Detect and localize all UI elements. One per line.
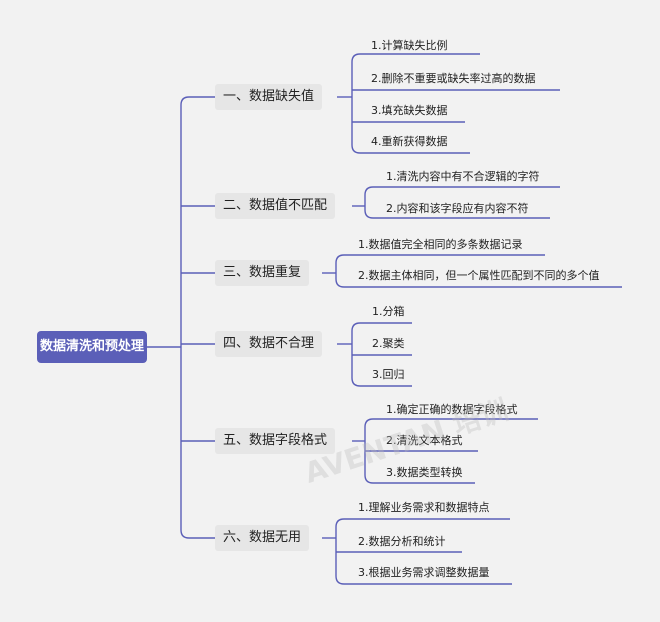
trunk-line xyxy=(180,105,215,539)
root-node[interactable]: 数据清洗和预处理 xyxy=(37,331,147,363)
b6-leaf-1-line xyxy=(335,518,510,528)
b5-leaf-3-line xyxy=(364,427,475,484)
b5-leaf-1-line xyxy=(364,418,538,428)
leaf-b1-2[interactable]: 2.删除不重要或缺失率过高的数据 xyxy=(371,72,536,85)
b4-leaf-1-line xyxy=(351,322,412,332)
leaf-b5-1[interactable]: 1.确定正确的数据字段格式 xyxy=(386,403,518,416)
b4-leaf-3-line xyxy=(351,331,412,387)
branch-field-format[interactable]: 五、数据字段格式 xyxy=(215,428,336,454)
leaf-b5-2[interactable]: 2.清洗文本格式 xyxy=(386,434,463,447)
leaf-b6-3[interactable]: 3.根据业务需求调整数据量 xyxy=(358,566,490,579)
b1-leaf-4-line xyxy=(351,62,470,154)
leaf-b4-3[interactable]: 3.回归 xyxy=(372,368,405,381)
branch-value-mismatch[interactable]: 二、数据值不匹配 xyxy=(215,193,336,219)
branch-duplicates[interactable]: 三、数据重复 xyxy=(215,260,310,286)
leaf-b2-2[interactable]: 2.内容和该字段应有内容不符 xyxy=(386,202,529,215)
leaf-b6-2[interactable]: 2.数据分析和统计 xyxy=(358,535,446,548)
b3-leaf-1-line xyxy=(335,254,545,264)
b2-leaf-1-line xyxy=(364,186,560,196)
branch-unreasonable[interactable]: 四、数据不合理 xyxy=(215,331,323,357)
branch-missing-values[interactable]: 一、数据缺失值 xyxy=(215,84,323,110)
leaf-b3-2[interactable]: 2.数据主体相同，但一个属性匹配到不同的多个值 xyxy=(358,269,600,282)
b6-leaf-3-line xyxy=(335,527,512,585)
b3-leaf-2-line xyxy=(335,263,622,288)
leaf-b4-2[interactable]: 2.聚类 xyxy=(372,337,405,350)
leaf-b3-1[interactable]: 1.数据值完全相同的多条数据记录 xyxy=(358,238,523,251)
b2-leaf-2-line xyxy=(364,195,550,219)
trunk-branch-1 xyxy=(180,96,215,106)
leaf-b5-3[interactable]: 3.数据类型转换 xyxy=(386,466,463,479)
leaf-b1-3[interactable]: 3.填充缺失数据 xyxy=(371,104,448,117)
leaf-b1-1[interactable]: 1.计算缺失比例 xyxy=(371,39,448,52)
b1-leaf-1-line xyxy=(351,53,480,63)
leaf-b6-1[interactable]: 1.理解业务需求和数据特点 xyxy=(358,501,490,514)
leaf-b2-1[interactable]: 1.清洗内容中有不合逻辑的字符 xyxy=(386,170,540,183)
leaf-b1-4[interactable]: 4.重新获得数据 xyxy=(371,135,448,148)
leaf-b4-1[interactable]: 1.分箱 xyxy=(372,305,405,318)
branch-useless-data[interactable]: 六、数据无用 xyxy=(215,525,310,551)
